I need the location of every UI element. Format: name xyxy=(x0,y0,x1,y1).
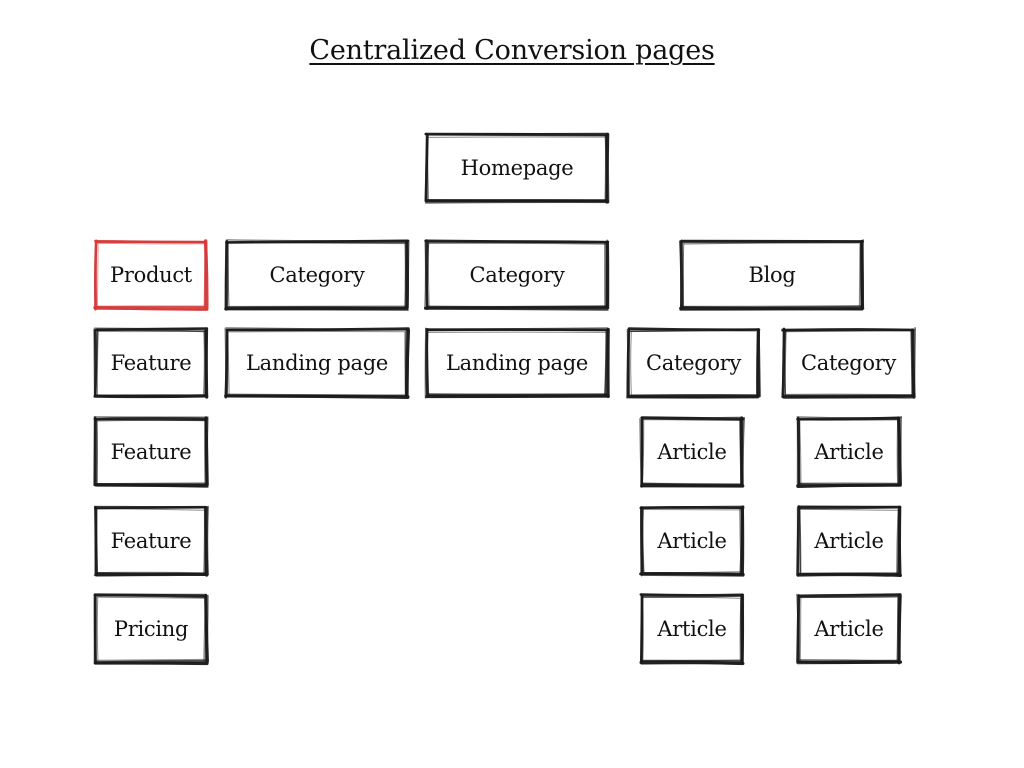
node-article-2-label: Article xyxy=(814,440,884,464)
node-article-5-label: Article xyxy=(657,617,727,641)
node-article-4-label: Article xyxy=(814,529,884,553)
node-feature-1: Feature xyxy=(93,327,209,399)
node-blog: Blog xyxy=(679,239,865,311)
node-article-2: Article xyxy=(796,415,902,488)
node-homepage-label: Homepage xyxy=(460,156,574,180)
node-frame xyxy=(93,505,210,577)
node-feature-2-label: Feature xyxy=(110,440,192,464)
node-frame xyxy=(679,239,865,311)
node-category-2-label: Category xyxy=(469,263,565,287)
node-frame xyxy=(639,416,746,488)
node-frame xyxy=(796,505,902,578)
node-article-3: Article xyxy=(639,505,745,577)
node-article-4: Article xyxy=(796,505,902,578)
node-article-6-label: Article xyxy=(814,617,884,641)
node-pricing-label: Pricing xyxy=(113,617,189,641)
node-blog-category-1-label: Category xyxy=(645,351,742,375)
node-landing-page-2: Landing page xyxy=(424,327,610,399)
node-frame xyxy=(424,239,610,311)
node-landing-page-1-label: Landing page xyxy=(245,351,389,375)
node-landing-page-1: Landing page xyxy=(224,327,411,399)
node-frame xyxy=(424,327,610,399)
diagram-title: Centralized Conversion pages xyxy=(309,35,715,66)
node-feature-3-label: Feature xyxy=(110,529,192,553)
node-pricing: Pricing xyxy=(93,593,209,666)
node-frame xyxy=(796,593,903,665)
node-frame xyxy=(781,327,917,399)
node-landing-page-2-label: Landing page xyxy=(445,351,589,375)
node-frame xyxy=(639,505,745,577)
node-category-1: Category xyxy=(224,239,410,311)
node-frame xyxy=(224,327,411,399)
node-frame xyxy=(93,593,209,666)
node-frame xyxy=(224,239,410,311)
node-frame xyxy=(796,415,902,488)
node-blog-category-2-label: Category xyxy=(800,351,897,375)
node-article-1: Article xyxy=(639,416,746,488)
node-product: Product xyxy=(93,239,209,311)
node-blog-category-2: Category xyxy=(781,327,917,399)
node-blog-category-1: Category xyxy=(625,327,762,399)
node-frame xyxy=(625,327,762,399)
node-category-1-label: Category xyxy=(269,263,365,287)
node-feature-2: Feature xyxy=(93,416,209,488)
node-frame xyxy=(93,416,209,488)
node-feature-3: Feature xyxy=(93,505,210,577)
node-article-6: Article xyxy=(796,593,903,665)
node-homepage: Homepage xyxy=(424,132,610,204)
node-frame xyxy=(639,593,745,666)
node-frame xyxy=(93,327,209,399)
node-frame xyxy=(93,239,209,311)
node-category-2: Category xyxy=(424,239,610,311)
node-feature-1-label: Feature xyxy=(110,351,192,375)
node-article-1-label: Article xyxy=(657,440,727,464)
node-article-5: Article xyxy=(639,593,745,666)
node-article-3-label: Article xyxy=(657,529,727,553)
node-blog-label: Blog xyxy=(748,263,796,287)
node-frame xyxy=(424,132,610,204)
node-product-label: Product xyxy=(110,263,192,287)
